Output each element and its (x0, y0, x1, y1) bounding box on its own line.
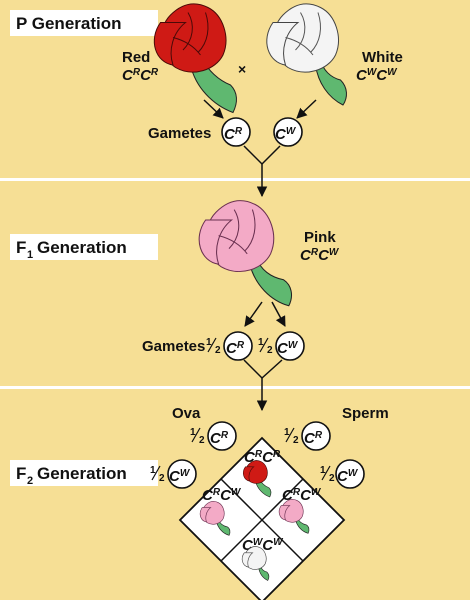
p-gamete-w-circle (273, 117, 303, 147)
genotype-text: CR (304, 430, 323, 447)
p-gamete-r-label: CR (224, 126, 243, 143)
fraction-denominator: 2 (293, 435, 299, 446)
genotype-text: CWCW (356, 67, 398, 84)
fraction-denominator: 2 (159, 473, 165, 484)
fraction-slash (207, 337, 217, 353)
p-generation-label: P Generation (16, 14, 122, 33)
genotype-text: CRCR (122, 67, 159, 84)
pink-genotype: CRCW (300, 247, 340, 264)
f1-generation-label-box (10, 234, 158, 260)
p-generation-label-box (10, 10, 158, 36)
ova-half-r: 12 (190, 427, 205, 446)
genotype-text: CW (337, 468, 359, 485)
ova-label: Ova (172, 405, 201, 422)
pink-label: Pink (304, 229, 336, 246)
fraction-slash (151, 465, 161, 481)
f2-generation-label-box (10, 460, 158, 486)
arrow-f1-gamete-r (244, 301, 263, 327)
genotype-text: CRCW (300, 247, 340, 264)
svg-text:F: F (16, 238, 26, 257)
cell-bottom-genotype: CWCW (242, 537, 284, 554)
fraction-numerator: 1 (320, 465, 326, 476)
genotype-text: CR (224, 126, 243, 143)
ova-w-label: CW (169, 468, 191, 485)
f1-gametes-label: Gametes (142, 338, 205, 355)
red-genotype: CRCR (122, 67, 159, 84)
fraction-denominator: 2 (199, 435, 205, 446)
red-flower-icon (243, 460, 272, 498)
white-flower-icon (266, 3, 347, 106)
genotype-text: CW (277, 340, 299, 357)
sperm-label: Sperm (342, 405, 389, 422)
f1-gamete-w-circle (275, 331, 305, 361)
pink-flower-icon (278, 499, 310, 534)
ova-r-label: CR (210, 430, 229, 447)
genotype-text: CWCW (242, 537, 284, 554)
f1-generation-label: F 1 Generation (16, 238, 127, 261)
fraction-denominator: 2 (267, 345, 273, 356)
sperm-r-label: CR (304, 430, 323, 447)
genotype-text: CR (210, 430, 229, 447)
red-flower-icon (153, 3, 237, 114)
fraction-numerator: 1 (258, 337, 264, 348)
f1-half-r: 12 (206, 337, 221, 356)
pink-flower-icon (199, 501, 231, 536)
fraction-numerator: 1 (206, 337, 212, 348)
f1-gamete-r-circle (223, 331, 253, 361)
sperm-w-label: CW (337, 468, 359, 485)
fraction-slash (285, 427, 295, 443)
ova-r-circle (207, 421, 237, 451)
genotype-text: CW (169, 468, 191, 485)
ova-w-circle (167, 459, 197, 489)
fraction-denominator: 2 (329, 473, 335, 484)
arrow-white-gamete (296, 99, 317, 119)
p-gametes-label: Gametes (148, 125, 211, 142)
pink-flower-icon (198, 200, 293, 307)
sperm-half-r: 12 (284, 427, 299, 446)
f1-gamete-r-label: CR (226, 340, 245, 357)
white-genotype: CWCW (356, 67, 398, 84)
genotype-text: CRCW (202, 487, 242, 504)
fraction-slash (259, 337, 269, 353)
f1-gamete-w-label: CW (277, 340, 299, 357)
svg-text:2: 2 (27, 475, 33, 487)
red-label: Red (122, 49, 150, 66)
fraction-denominator: 2 (215, 345, 221, 356)
genotype-text: CW (275, 126, 297, 143)
sperm-w-circle (335, 459, 365, 489)
white-flower-icon (241, 546, 270, 581)
punnett-square (178, 436, 346, 600)
sperm-half-w: 12 (320, 465, 335, 484)
f2-generation-label: F 2 Generation (16, 464, 127, 487)
svg-text:1: 1 (27, 249, 33, 261)
cross-symbol: × (238, 61, 246, 77)
svg-text:Generation: Generation (37, 238, 127, 257)
fraction-numerator: 1 (284, 427, 290, 438)
fraction-numerator: 1 (190, 427, 196, 438)
fraction-numerator: 1 (150, 465, 156, 476)
p-gamete-w-label: CW (275, 126, 297, 143)
sperm-r-circle (301, 421, 331, 451)
p-gamete-r-circle (221, 117, 251, 147)
ova-half-w: 12 (150, 465, 165, 484)
genotype-text: CR (226, 340, 245, 357)
white-label: White (362, 49, 403, 66)
svg-text:Generation: Generation (37, 464, 127, 483)
fraction-slash (191, 427, 201, 443)
arrow-red-gamete (203, 99, 224, 119)
f1-half-w: 12 (258, 337, 273, 356)
cell-left-genotype: CRCW (202, 487, 242, 504)
fraction-slash (321, 465, 331, 481)
arrow-f1-gamete-w (271, 301, 286, 327)
svg-text:F: F (16, 464, 26, 483)
